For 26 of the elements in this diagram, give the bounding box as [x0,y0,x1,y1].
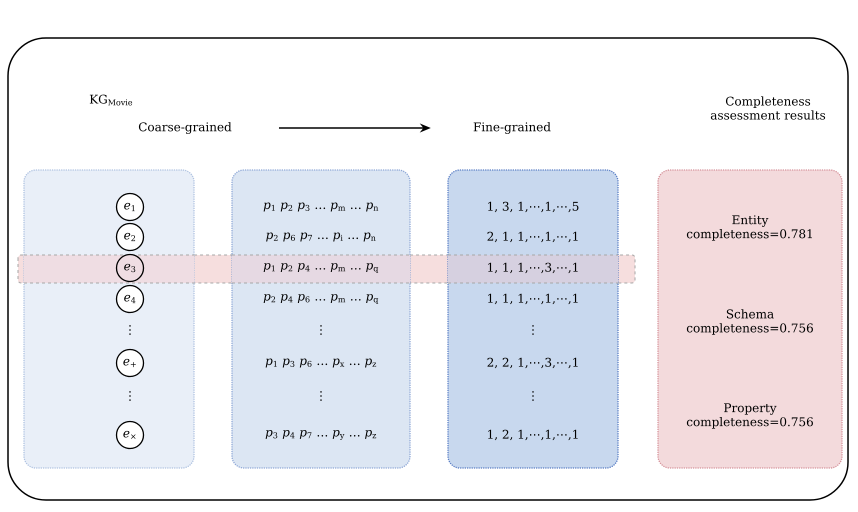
column-heading: Completeness assessment results [710,96,826,120]
property-sequence: ⋮ [320,325,322,335]
graph-title: KG$_{Movie}$ [90,94,132,106]
vertical-ellipsis: ⋮ [129,325,131,335]
count-sequence: 1, 1, 1,⋯,1,⋯,1 [488,294,578,304]
property-sequence: p$_{3}$ p$_{4}$ p$_{7}$ … p$_{y}$ … p$_{z}$ [266,430,376,440]
result-text: Entity completeness=0.781 [686,215,812,241]
result-text: Property completeness=0.756 [686,403,813,429]
property-sequence: p$_{1}$ p$_{3}$ p$_{6}$ … p$_{x}$ … p$_{z}$ [266,358,376,368]
stage-label: Coarse-grained [138,122,232,134]
vertical-ellipsis: ⋮ [129,391,131,401]
count-sequence: ⋮ [532,391,534,401]
count-sequence: 1, 1, 1,⋯,3,⋯,1 [488,262,578,274]
entity-column [23,169,195,469]
count-sequence: ⋮ [532,325,534,335]
result-text: Schema completeness=0.756 [686,309,813,335]
property-sequence: p$_{1}$ p$_{2}$ p$_{3}$ … p$_{m}$ … p$_{n}$ [264,202,378,212]
count-sequence: 1, 3, 1,⋯,1,⋯,5 [488,202,578,212]
property-sequence: p$_{2}$ p$_{4}$ p$_{6}$ … p$_{m}$ … p$_{q}$ [264,294,378,304]
count-sequence: 1, 2, 1,⋯,1,⋯,1 [488,430,578,440]
stage-label: Fine-grained [474,122,551,134]
property-sequence: ⋮ [320,391,322,401]
count-sequence: 2, 1, 1,⋯,1,⋯,1 [487,232,578,242]
count-sequence: 2, 2, 1,⋯,3,⋯,1 [487,358,578,368]
property-sequence: p$_{2}$ p$_{6}$ p$_{7}$ … p$_{i}$ … p$_{n}$ [266,232,376,242]
property-sequence: p$_{1}$ p$_{2}$ p$_{4}$ … p$_{m}$ … p$_{q}$ [264,263,378,273]
